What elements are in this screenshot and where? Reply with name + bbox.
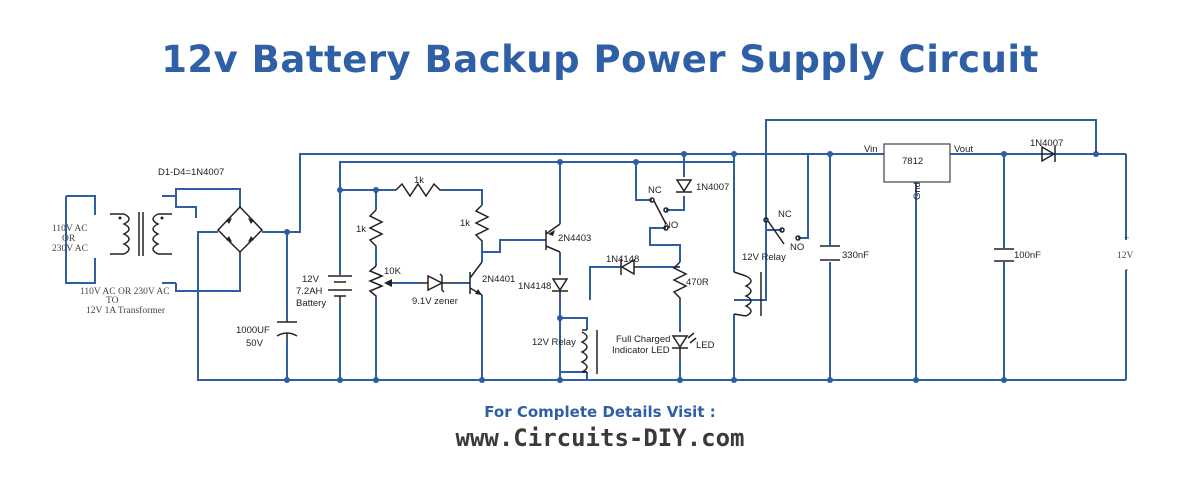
diagram-title: 12v Battery Backup Power Supply Circuit xyxy=(161,38,1039,81)
label-regulator: 7812 xyxy=(902,156,923,167)
label-diode-1n4148-b: 1N4148 xyxy=(606,254,639,265)
zener-diode-symbol xyxy=(420,273,456,293)
label-battery-capacity: 7.2AH xyxy=(296,286,323,297)
label-vout: Vout xyxy=(954,144,973,155)
label-cap1-voltage: 50V xyxy=(246,338,264,349)
label-output-plus: + xyxy=(1124,234,1129,244)
resistor-1k-top xyxy=(395,182,444,198)
label-nc2: NC xyxy=(778,209,792,220)
label-relay1: 12V Relay xyxy=(532,337,576,348)
label-output: 12V xyxy=(1117,251,1134,261)
relay1-coil-symbol xyxy=(580,329,598,374)
resistor-1k-right xyxy=(474,204,490,245)
footer-url[interactable]: www.Circuits-DIY.com xyxy=(455,424,745,452)
label-cap-330nf: 330nF xyxy=(842,250,869,261)
label-bridge-diodes: D1-D4=1N4007 xyxy=(158,167,224,178)
transistor-2n4403-symbol xyxy=(545,223,561,253)
bridge-rectifier-symbol xyxy=(216,205,264,254)
label-pot: 10K xyxy=(384,266,402,277)
label-r2: 1k xyxy=(356,224,366,235)
label-diode-1n4007-a: 1N4007 xyxy=(696,182,729,193)
diode-1n4148-horizontal xyxy=(618,258,642,276)
label-transformer-1: 110V AC OR 230V AC xyxy=(80,287,170,297)
junction-dots xyxy=(284,151,1099,383)
label-r470: 470R xyxy=(686,277,709,288)
diode-1n4148-vertical xyxy=(551,278,569,297)
resistor-470r xyxy=(672,261,688,302)
label-transformer-2: TO xyxy=(106,296,119,306)
label-cap-100nf: 100nF xyxy=(1014,250,1041,261)
potentiometer-10k xyxy=(368,265,392,300)
transformer-symbol xyxy=(110,212,172,256)
label-diode-1n4148-a: 1N4148 xyxy=(518,281,551,292)
label-output-minus: - xyxy=(1125,265,1128,275)
label-ac-in-2: OR xyxy=(62,234,76,244)
label-nc1: NC xyxy=(648,185,662,196)
diode-1n4007-output xyxy=(1041,145,1056,163)
label-gnd: Gnd xyxy=(912,182,923,200)
label-cap1-value: 1000UF xyxy=(236,325,270,336)
label-led-3: LED xyxy=(696,340,715,351)
label-r1: 1k xyxy=(414,175,424,186)
label-q2: 2N4403 xyxy=(558,233,591,244)
relay1-switch-symbol xyxy=(649,197,669,231)
label-led-1: Full Charged xyxy=(616,334,670,345)
label-no2: NO xyxy=(790,242,804,253)
capacitor-100nf-symbol xyxy=(994,248,1014,262)
led-symbol xyxy=(671,332,697,358)
resistor-1k-left xyxy=(368,209,384,250)
regulator-7812-symbol xyxy=(883,143,951,183)
capacitor-330nf-symbol xyxy=(820,245,840,261)
component-labels: D1-D4=1N4007 110V AC OR 230V AC 110V AC … xyxy=(52,138,1134,356)
label-ac-in-1: 110V AC xyxy=(52,224,88,234)
transistor-2n4401-symbol xyxy=(469,261,483,296)
label-relay2: 12V Relay xyxy=(742,252,786,263)
wires xyxy=(65,119,1127,381)
capacitor-1000uf-symbol xyxy=(276,318,298,340)
label-vin: Vin xyxy=(864,144,878,155)
label-q1: 2N4401 xyxy=(482,274,515,285)
diode-1n4007-relay xyxy=(675,179,693,193)
battery-symbol xyxy=(328,275,352,304)
label-battery: Battery xyxy=(296,298,326,309)
footer-label: For Complete Details Visit : xyxy=(484,403,716,421)
label-r3: 1k xyxy=(460,218,470,229)
label-no1: NO xyxy=(664,220,678,231)
relay2-switch-symbol xyxy=(763,217,801,245)
label-transformer-3: 12V 1A Transformer xyxy=(86,305,166,316)
label-battery-voltage: 12V xyxy=(302,274,320,285)
label-zener: 9.1V zener xyxy=(412,296,458,307)
label-diode-1n4007-b: 1N4007 xyxy=(1030,138,1063,149)
label-led-2: Indicator LED xyxy=(612,345,670,356)
label-ac-in-3: 230V AC xyxy=(52,244,88,254)
relay2-coil-symbol xyxy=(733,271,762,317)
